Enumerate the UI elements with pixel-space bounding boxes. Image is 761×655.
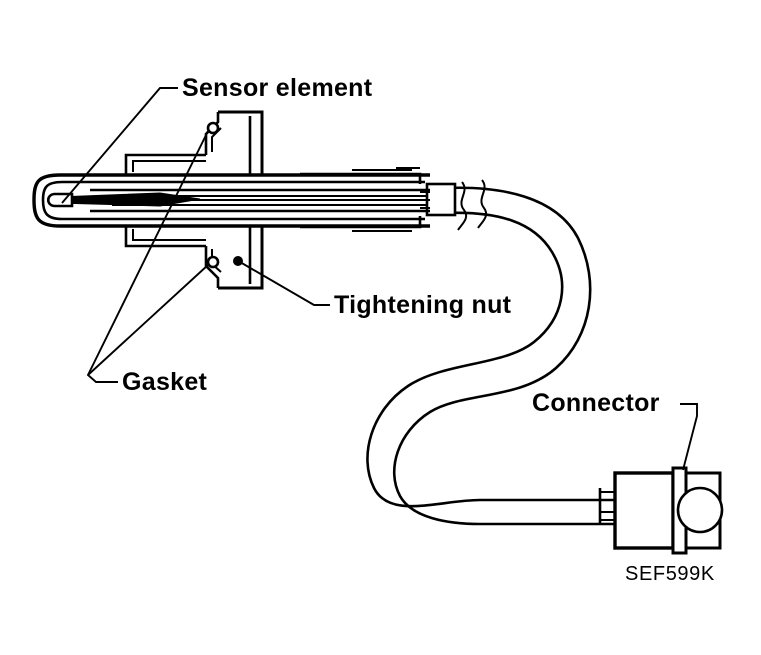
label-connector: Connector	[532, 389, 660, 417]
gasket-lower-ring	[206, 255, 220, 269]
leader-tightening-nut	[239, 261, 330, 306]
sensor-harness-cable	[366, 186, 614, 526]
cable-grommet	[425, 182, 457, 217]
leader-gasket-lower	[87, 264, 209, 376]
reference-code-label: SEF599K	[625, 563, 715, 585]
leader-sensor-element	[61, 87, 178, 204]
label-gasket: Gasket	[122, 368, 208, 396]
leader-lines	[61, 87, 330, 383]
leader-connector	[680, 403, 698, 471]
label-sensor-element: Sensor element	[182, 74, 373, 102]
connector-main-body	[613, 471, 675, 550]
leader-gasket-upper	[86, 130, 209, 383]
leader-dot-tightening-nut	[233, 256, 243, 266]
connector-locking-collar	[676, 486, 724, 534]
sensor-body	[32, 110, 430, 290]
label-tightening-nut: Tightening nut	[334, 291, 512, 319]
connector-housing	[598, 466, 724, 555]
gasket-upper-ring	[206, 121, 220, 135]
cable-break-symbol	[457, 179, 488, 231]
